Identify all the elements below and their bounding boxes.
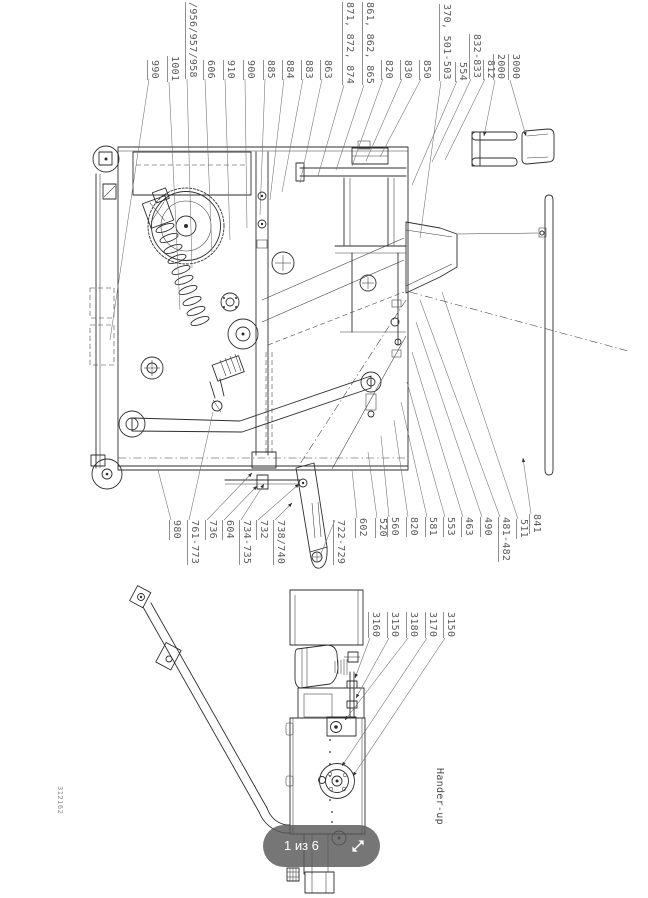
part-callout: 3150 (443, 612, 456, 639)
part-callout: 3160 (368, 612, 381, 639)
callout-leader-lines (109, 78, 532, 777)
part-callout: 900 (243, 60, 256, 80)
part-callout: 820 (406, 517, 419, 537)
part-callout: 722-729 (333, 520, 346, 566)
fullscreen-button[interactable] (349, 837, 367, 855)
part-callout: 732 (256, 520, 269, 540)
part-callout: 850 (419, 60, 432, 80)
part-callout: 604 (222, 520, 235, 540)
part-callout: 738/740 (273, 520, 286, 566)
part-callout: 3150 (387, 612, 400, 639)
part-callout: 820 (381, 60, 394, 80)
part-callout: 490 (480, 517, 493, 537)
part-callout: 606 (203, 60, 216, 80)
part-callout: 885 (263, 60, 276, 80)
part-callout: 884 (282, 60, 295, 80)
part-callout: 481-482 (498, 517, 511, 563)
page-indicator-pill: 1 из 6 (263, 825, 380, 867)
part-callout: 560 (387, 517, 400, 537)
part-callout: 370, 501-503 (439, 4, 452, 81)
part-callout: 830 (400, 60, 413, 80)
part-callout: 463 (461, 517, 474, 537)
part-callout: 883 (301, 60, 314, 80)
part-callout: 761-773 (187, 520, 200, 566)
part-callout: 990 (147, 60, 160, 80)
part-callout: 3170 (425, 612, 438, 639)
part-callout: 980 (169, 520, 182, 540)
part-callout: 554 (455, 62, 468, 82)
doc-number: 312162 (56, 786, 64, 815)
part-callout: 910 (223, 60, 236, 80)
part-callout: 2000 (493, 54, 506, 81)
part-callout: 602 (355, 518, 368, 538)
diagram-note: Hander-up (434, 768, 445, 825)
part-callout: /956/957/958 (185, 2, 198, 79)
part-callout: 736 (205, 520, 218, 540)
part-callout: 841 (529, 514, 542, 534)
part-callout: 511 (516, 519, 529, 539)
part-callout: 1001 (167, 56, 180, 83)
part-callout: 553 (443, 517, 456, 537)
part-callout: 734-735 (239, 520, 252, 566)
part-callout: 861, 862, 865 (362, 2, 375, 86)
part-callout: 3000 (508, 54, 521, 81)
part-callout: 863 (320, 60, 333, 80)
part-callout: 871, 872, 874 (342, 2, 355, 86)
page-indicator: 1 из 6 (284, 838, 319, 853)
part-callout: 3180 (406, 612, 419, 639)
machine-drawing-top (89, 128, 629, 569)
machine-drawing-bottom (129, 585, 366, 894)
part-callout: 581 (425, 517, 438, 537)
expand-icon (352, 840, 364, 852)
part-callout: 832-833 (469, 34, 482, 80)
